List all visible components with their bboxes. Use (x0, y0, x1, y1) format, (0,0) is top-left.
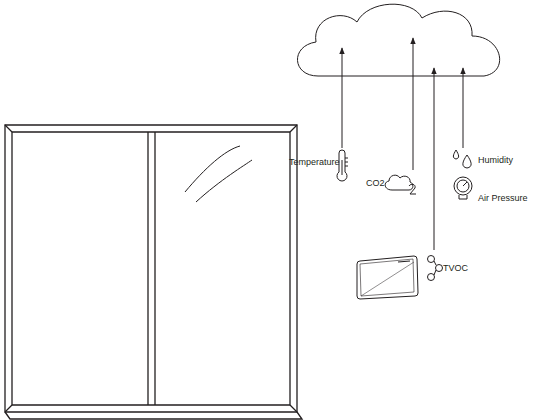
co2-icon (385, 175, 416, 194)
sensor-device (357, 256, 418, 299)
pressure-gauge-icon (454, 177, 472, 199)
data-arrow (413, 38, 414, 170)
data-arrow (342, 48, 343, 148)
cloud-shape (297, 4, 499, 76)
data-arrow (434, 68, 435, 250)
window-frame (5, 125, 302, 419)
sensor-label: TVOC (443, 263, 468, 274)
sensor-label: Humidity (478, 155, 513, 166)
sensor-label: Air Pressure (478, 193, 528, 204)
humidity-icon (453, 150, 471, 168)
sensor-label: CO2 (366, 178, 385, 189)
tvoc-icon (428, 256, 443, 281)
data-arrow (463, 68, 464, 148)
sensor-label: Temperature (289, 157, 340, 168)
